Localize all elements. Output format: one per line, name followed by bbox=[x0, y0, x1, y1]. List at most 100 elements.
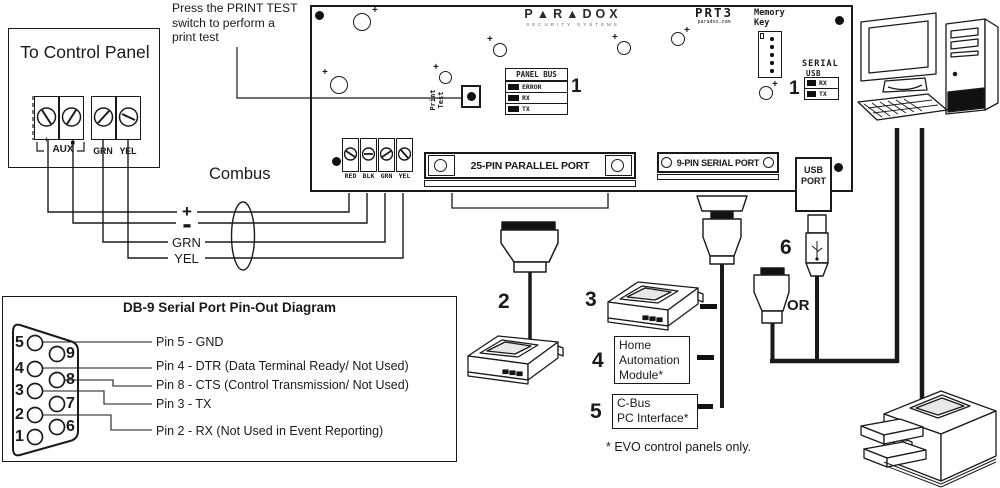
paradox-logo: P▲R▲DOX SECURITY SYSTEMS bbox=[512, 7, 634, 27]
mounting-hole bbox=[330, 76, 348, 94]
or-serial-plug bbox=[753, 267, 790, 324]
print-test-line2: Test bbox=[437, 91, 445, 109]
serial-silkscreen: SERIAL bbox=[802, 59, 839, 69]
memory-key-connector bbox=[758, 31, 782, 78]
print-test-silkscreen: Print Test bbox=[429, 83, 451, 117]
usb-plug bbox=[805, 214, 829, 277]
panel-bus-title: PANEL BUS bbox=[506, 69, 567, 81]
usb-port-label-2: PORT bbox=[800, 176, 826, 186]
ham-line2: Automation bbox=[619, 353, 680, 367]
parallel-port-screw-right bbox=[605, 155, 632, 176]
combus-cable-ellipse bbox=[230, 201, 256, 271]
wire-grn-label: GRN bbox=[168, 236, 205, 249]
memory-key-line1: Memory bbox=[754, 8, 785, 18]
cp-grn-label: GRN bbox=[93, 146, 113, 156]
memory-key-label: Memory Key bbox=[754, 8, 785, 28]
cbus-box: C-Bus PC Interface* bbox=[612, 394, 698, 429]
hole-plus-mark: + bbox=[612, 32, 618, 43]
computer-illustration bbox=[857, 12, 999, 121]
control-panel-title: To Control Panel bbox=[20, 42, 150, 62]
printer-3-illustration bbox=[607, 281, 704, 331]
annotation-line3: print test bbox=[172, 30, 219, 45]
serial-led-tx: TX bbox=[819, 90, 827, 98]
terminal-label-yel: YEL bbox=[398, 172, 411, 180]
annotation-line1: Press the PRINT TEST bbox=[172, 1, 298, 15]
parallel-port-label: 25-PIN PARALLEL PORT bbox=[470, 160, 590, 172]
mounting-hole bbox=[617, 41, 631, 55]
printer-2-illustration bbox=[467, 335, 564, 385]
or-label: OR bbox=[787, 297, 810, 314]
hole-plus-mark: + bbox=[772, 79, 778, 90]
model-label: PRT3 paradox.com bbox=[688, 5, 740, 25]
parallel-port-flange bbox=[424, 180, 636, 187]
db9-label-pin4: Pin 4 - DTR (Data Terminal Ready/ Not Us… bbox=[156, 359, 409, 373]
serial-usb-leds: RX TX bbox=[804, 77, 839, 100]
hole-plus-mark: + bbox=[487, 34, 493, 45]
serial-stub-connectors bbox=[696, 304, 717, 409]
mounting-hole bbox=[759, 86, 773, 100]
terminal-screw-yel bbox=[116, 96, 141, 140]
board-terminal-grn bbox=[378, 138, 395, 172]
panel-bus-led-rx: RX bbox=[522, 94, 530, 102]
callout-1-serial: 1 bbox=[789, 78, 800, 99]
db9-pin1-number: 1 bbox=[15, 428, 24, 445]
usb-silkscreen: USB bbox=[806, 69, 822, 78]
usb-trident-icon bbox=[811, 241, 823, 261]
hole-plus-mark: + bbox=[322, 67, 328, 78]
callout-1-panel-bus: 1 bbox=[571, 76, 582, 97]
db9-title: DB-9 Serial Port Pin-Out Diagram bbox=[122, 300, 337, 315]
terminal-screw-aux-plus bbox=[34, 96, 59, 140]
usb-port-label-1: USB bbox=[803, 165, 823, 175]
db9-pin4-number: 4 bbox=[15, 360, 24, 377]
panel-bus-leds: PANEL BUS ERROR RX TX bbox=[505, 68, 568, 115]
terminal-label-grn: GRN bbox=[380, 172, 393, 180]
terminal-label-red: RED bbox=[344, 172, 357, 180]
board-standoff-dot bbox=[315, 11, 324, 20]
db9-pinout-box bbox=[2, 296, 457, 462]
wire-yel-label: YEL bbox=[168, 252, 205, 265]
db9-pin7-number: 7 bbox=[66, 395, 75, 412]
terminal-label-blk: BLK bbox=[362, 172, 375, 180]
board-terminal-yel bbox=[396, 138, 413, 172]
board-standoff-dot bbox=[332, 157, 341, 166]
home-automation-box: Home Automation Module* bbox=[614, 336, 690, 384]
model-text: PRT3 bbox=[694, 5, 734, 20]
panel-bus-led-error: ERROR bbox=[522, 83, 542, 91]
serial-port: 9-PIN SERIAL PORT bbox=[657, 152, 779, 173]
hole-plus-mark: + bbox=[372, 5, 378, 16]
combus-label: Combus bbox=[209, 165, 271, 183]
db9-pin5-number: 5 bbox=[15, 334, 24, 351]
db9-label-pin3: Pin 3 - TX bbox=[156, 397, 212, 411]
db9-pin3-number: 3 bbox=[15, 382, 24, 399]
parallel-port-screw-left bbox=[428, 155, 455, 176]
board-terminal-blk bbox=[360, 138, 377, 172]
parallel-plug bbox=[500, 221, 559, 273]
aux-plus-mark: + bbox=[44, 135, 49, 144]
serial-port-label: 9-PIN SERIAL PORT bbox=[676, 158, 760, 168]
callout-4: 4 bbox=[592, 349, 604, 372]
cp-yel-label: YEL bbox=[119, 146, 137, 156]
hole-plus-mark: + bbox=[684, 25, 690, 36]
ham-line1: Home bbox=[619, 338, 652, 352]
db9-label-pin2: Pin 2 - RX (Not Used in Event Reporting) bbox=[156, 424, 384, 438]
website-text: paradox.com bbox=[697, 19, 731, 25]
wire-minus-label: - bbox=[176, 210, 198, 238]
ham-line3: Module* bbox=[619, 368, 664, 382]
mounting-hole bbox=[671, 32, 685, 46]
mounting-hole bbox=[353, 13, 371, 31]
mounting-hole bbox=[439, 71, 452, 84]
terminal-screw-aux-minus bbox=[59, 96, 84, 140]
board-terminal-red bbox=[342, 138, 359, 172]
parallel-port: 25-PIN PARALLEL PORT bbox=[424, 152, 636, 179]
db9-pin9-number: 9 bbox=[66, 345, 75, 362]
parallel-shell-bracket bbox=[451, 193, 609, 209]
memory-key-line2: Key bbox=[754, 18, 770, 28]
terminal-screw-grn bbox=[91, 96, 116, 140]
paradox-logo-text: P▲R▲DOX bbox=[524, 7, 622, 21]
aux-label: AUX bbox=[52, 144, 74, 155]
print-test-button[interactable] bbox=[461, 85, 481, 108]
print-test-line1: Print bbox=[429, 89, 437, 111]
serial-plug bbox=[696, 195, 748, 265]
db9-pin8-number: 8 bbox=[66, 371, 75, 388]
